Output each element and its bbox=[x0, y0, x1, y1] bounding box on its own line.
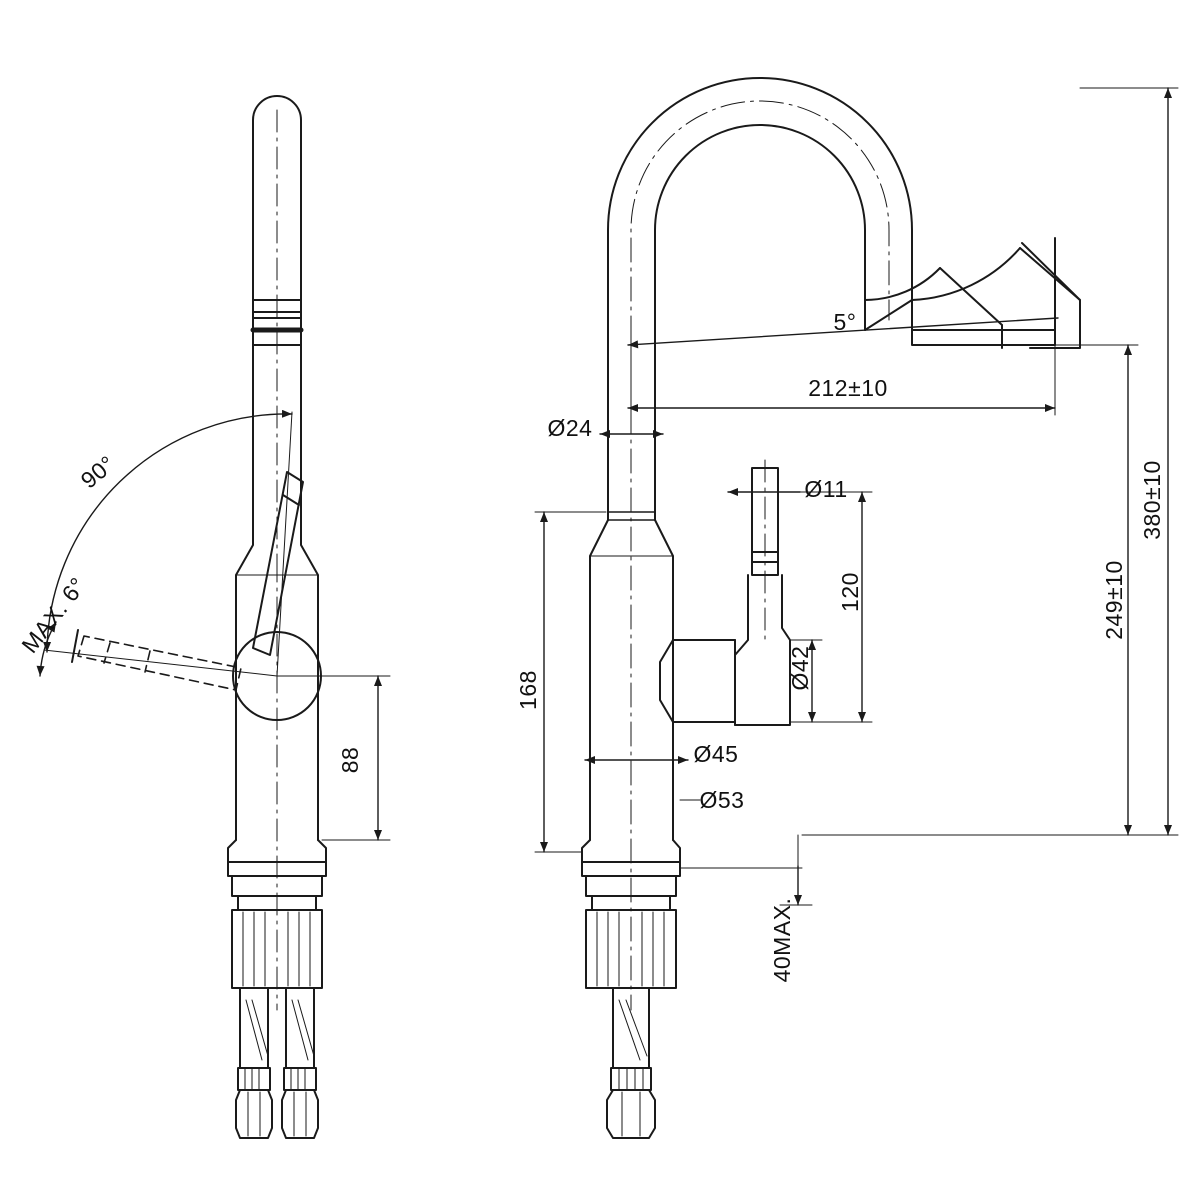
dim-spout-tube-dia: Ø24 bbox=[548, 415, 593, 441]
left-view-geometry bbox=[71, 95, 327, 1139]
dim-spout-angle: 5° bbox=[834, 309, 857, 335]
dim-spout-reach: 212±10 bbox=[808, 375, 888, 401]
dim-handle-length: 120 bbox=[837, 572, 863, 612]
dim-handle-max-angle: MAX. 6° bbox=[16, 572, 91, 657]
dim-max-deck-thickness: 40MAX. bbox=[769, 898, 795, 983]
dim-total-height: 380±10 bbox=[1139, 460, 1165, 540]
left-view-dimensions bbox=[36, 409, 391, 841]
right-view-dimensions bbox=[534, 87, 1179, 906]
dim-flange-dia: Ø53 bbox=[700, 787, 745, 813]
right-view-geometry bbox=[581, 77, 1081, 1139]
dim-body-base-dia: Ø45 bbox=[694, 741, 739, 767]
dim-handle-height: 88 bbox=[337, 747, 363, 774]
dim-body-top-dia: Ø42 bbox=[787, 646, 813, 691]
dim-swivel-angle: 90° bbox=[76, 450, 121, 493]
dim-body-height: 168 bbox=[515, 670, 541, 710]
dim-spout-height: 249±10 bbox=[1101, 560, 1127, 640]
dim-handle-pin-dia: Ø11 bbox=[804, 476, 847, 502]
